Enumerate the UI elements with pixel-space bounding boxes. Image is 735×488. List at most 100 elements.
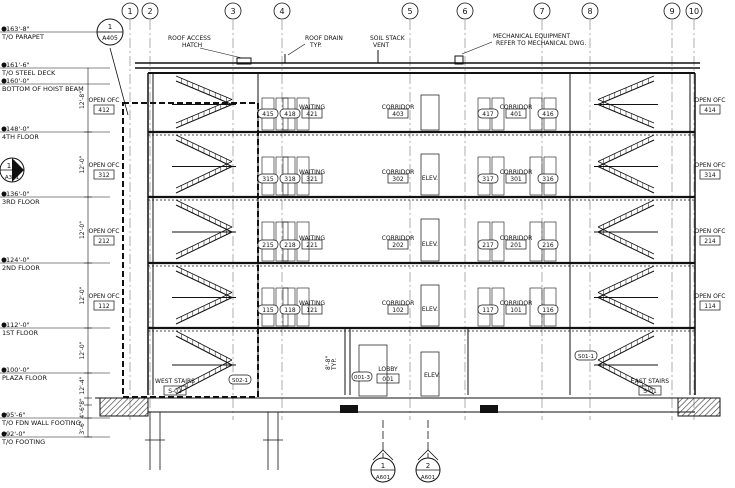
svg-text:315: 315: [262, 176, 274, 183]
room-west-3: 112: [93, 300, 115, 311]
svg-text:115: 115: [262, 307, 274, 314]
elevator-label-3: ELEV.: [422, 306, 438, 313]
open-office-east-2: OPEN OFC: [695, 228, 726, 235]
level-elev-0: 163'-8": [6, 25, 30, 33]
room-west-2: 212: [93, 235, 115, 246]
soil-stack-note: SOIL STACK: [370, 35, 406, 42]
level-elev-2: 160'-0": [6, 77, 30, 85]
room-west-0: 412: [93, 104, 115, 115]
door-tag-d-2: 216: [537, 239, 559, 250]
section-a-callout[interactable]: 1 A601: [370, 449, 396, 483]
level-name-6: 1ST FLOOR: [2, 329, 39, 337]
wall-section-num: 1: [108, 23, 112, 31]
stair-section-callout[interactable]: 1 A301: [0, 157, 25, 183]
floor-slabs: [148, 130, 695, 332]
grid-bubble-4: [273, 2, 291, 20]
corridor-label-1: CORRIDOR: [382, 169, 415, 176]
dim-text-2: 12'-0": [79, 221, 86, 239]
room-waiting-3: 121: [301, 304, 323, 315]
west-stair-flight-3: [172, 265, 236, 325]
open-office-east-0: OPEN OFC: [695, 97, 726, 104]
grid-label-9: 9: [669, 7, 674, 16]
stair-section-num: 1: [7, 162, 11, 170]
svg-text:217: 217: [482, 242, 494, 249]
door-tag-c-1: 317: [477, 173, 499, 184]
grid-bubble-2: [141, 2, 159, 20]
typ-height-2: TYP.: [331, 358, 338, 371]
east-stair-flight-3: [594, 265, 658, 325]
level-marker-3: 148'-0"4TH FLOOR: [0, 125, 110, 141]
elevator-door-1: [420, 153, 440, 196]
level-elev-8: 95'-6": [6, 411, 26, 419]
svg-text:417: 417: [482, 111, 494, 118]
foundation: [95, 397, 721, 470]
west-stair-tag: S02-1: [232, 378, 248, 384]
corridor-2-label-0: CORRIDOR: [500, 104, 533, 111]
svg-text:116: 116: [542, 307, 554, 314]
room-waiting-0: 421: [301, 108, 323, 119]
grid-bubble-5: [401, 2, 419, 20]
west-stair-flight-4: [172, 330, 236, 395]
level-marker-7: 100'-0"PLAZA FLOOR: [0, 366, 110, 382]
door-tag-c-2: 217: [477, 239, 499, 250]
roof-hatch-note-2: HATCH: [182, 42, 202, 49]
svg-text:316: 316: [542, 176, 554, 183]
door-tag-a-2: 215: [257, 239, 279, 250]
open-office-west-1: OPEN OFC: [89, 162, 120, 169]
roof-drain-note-2: TYP.: [309, 42, 322, 49]
room-east-2: 214: [699, 235, 721, 246]
lobby-entry: [358, 344, 388, 397]
svg-text:415: 415: [262, 111, 274, 118]
open-office-west-3: OPEN OFC: [89, 293, 120, 300]
section-a-num: 1: [381, 462, 385, 470]
level-name-8: T/O FDN WALL FOOTING: [1, 419, 81, 427]
svg-text:421: 421: [306, 111, 318, 118]
corridor-label-2: CORRIDOR: [382, 235, 415, 242]
dim-text-5: 12'-4": [79, 376, 86, 394]
room-corridor-1-0: 403: [387, 108, 409, 119]
level-marker-6: 112'-0"1ST FLOOR: [0, 321, 110, 337]
room-east-3: 114: [699, 300, 721, 311]
grid-label-7: 7: [539, 7, 544, 16]
east-stairs-label: EAST STAIRS: [631, 378, 669, 385]
east-stair-tag: S01-1: [578, 354, 594, 360]
interior-walls: [257, 73, 571, 395]
section-a-sheet: A601: [376, 475, 390, 481]
grid-bubble-9: [663, 2, 681, 20]
mech-note: MECHANICAL EQUIPMENT: [493, 33, 570, 40]
east-stair-number: S-01: [643, 388, 657, 395]
corridor-2-label-3: CORRIDOR: [500, 300, 533, 307]
level-marker-1: 161'-6"T/O STEEL DECK: [0, 61, 110, 77]
grid-label-2: 2: [147, 7, 152, 16]
exterior-walls: [147, 73, 696, 395]
room-waiting-2: 221: [301, 239, 323, 250]
east-stair-flight-4: [594, 330, 658, 395]
door-tag-d-1: 316: [537, 173, 559, 184]
svg-text:216: 216: [542, 242, 554, 249]
grid-label-10: 10: [689, 7, 699, 16]
door-tag-d-3: 116: [537, 304, 559, 315]
grid-label-3: 3: [230, 7, 235, 16]
waiting-label-3: WAITING: [299, 300, 325, 307]
wall-section-leader: [109, 47, 129, 116]
lobby-number: 001: [382, 376, 394, 383]
door-tag-c-3: 117: [477, 304, 499, 315]
svg-text:321: 321: [306, 176, 318, 183]
level-name-7: PLAZA FLOOR: [2, 374, 47, 382]
ground-floor-labels: 8'-8" TYP. LOBBY 001 001-3 ELEV. WEST ST…: [155, 350, 669, 396]
level-name-0: T/O PARAPET: [1, 33, 44, 41]
roof-notes: ROOF ACCESS HATCH ROOF DRAIN TYP. SOIL S…: [168, 33, 586, 59]
door-tag-d-0: 416: [537, 108, 559, 119]
door-tag-b-2: 218: [279, 239, 301, 250]
svg-text:317: 317: [482, 176, 494, 183]
dim-text-1: 12'-0": [79, 155, 86, 173]
elevator-label-2: ELEV.: [422, 241, 438, 248]
door-tag-a-1: 315: [257, 173, 279, 184]
open-office-west-2: OPEN OFC: [89, 228, 120, 235]
level-elev-5: 124'-0": [6, 256, 30, 264]
door-tag-c-0: 417: [477, 108, 499, 119]
level-name-4: 3RD FLOOR: [2, 198, 40, 206]
wall-section-boundary: [122, 102, 259, 398]
grid-bubble-3: [224, 2, 242, 20]
